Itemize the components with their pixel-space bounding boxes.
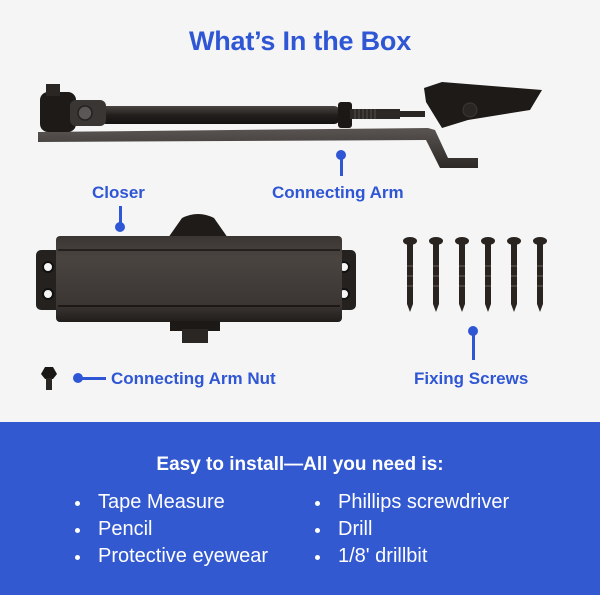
tool-item: 1/8' drillbit <box>312 543 509 570</box>
connecting-arm-nut-label: Connecting Arm Nut <box>111 369 276 388</box>
connecting-arm-pin-line <box>340 158 343 176</box>
connecting-arm-nut-pin-line <box>80 377 106 380</box>
fixing-screws-label: Fixing Screws <box>414 369 529 388</box>
closer-pin-line <box>119 206 122 224</box>
tool-item: Drill <box>312 516 509 543</box>
product-contents-area: What’s In the Box <box>36 26 547 390</box>
install-heading: Easy to install—All you need is: <box>156 454 444 475</box>
tool-item: Pencil <box>72 516 268 543</box>
fixing-screws-pin-line <box>472 334 475 360</box>
connecting-arm-nut-pin-dot <box>73 373 83 383</box>
closer-label: Closer <box>92 183 145 202</box>
tool-item: Tape Measure <box>72 489 268 516</box>
closer-image <box>36 214 356 343</box>
fixing-screws-image <box>403 237 547 312</box>
connecting-arm-nut-image <box>41 367 57 390</box>
connecting-arm-pin-dot <box>336 150 346 160</box>
tools-list-right: Phillips screwdriver Drill 1/8' drillbit <box>312 489 509 570</box>
connecting-arm-label: Connecting Arm <box>272 183 404 202</box>
install-requirements-banner: Easy to install—All you need is: Tape Me… <box>0 422 600 595</box>
fixing-screws-pin-dot <box>468 326 478 336</box>
tools-list-left: Tape Measure Pencil Protective eyewear <box>72 489 268 570</box>
tool-item: Phillips screwdriver <box>312 489 509 516</box>
closer-pin-dot <box>115 222 125 232</box>
page-title: What’s In the Box <box>188 26 412 56</box>
connecting-arm-image <box>38 82 542 168</box>
tool-item: Protective eyewear <box>72 543 268 570</box>
